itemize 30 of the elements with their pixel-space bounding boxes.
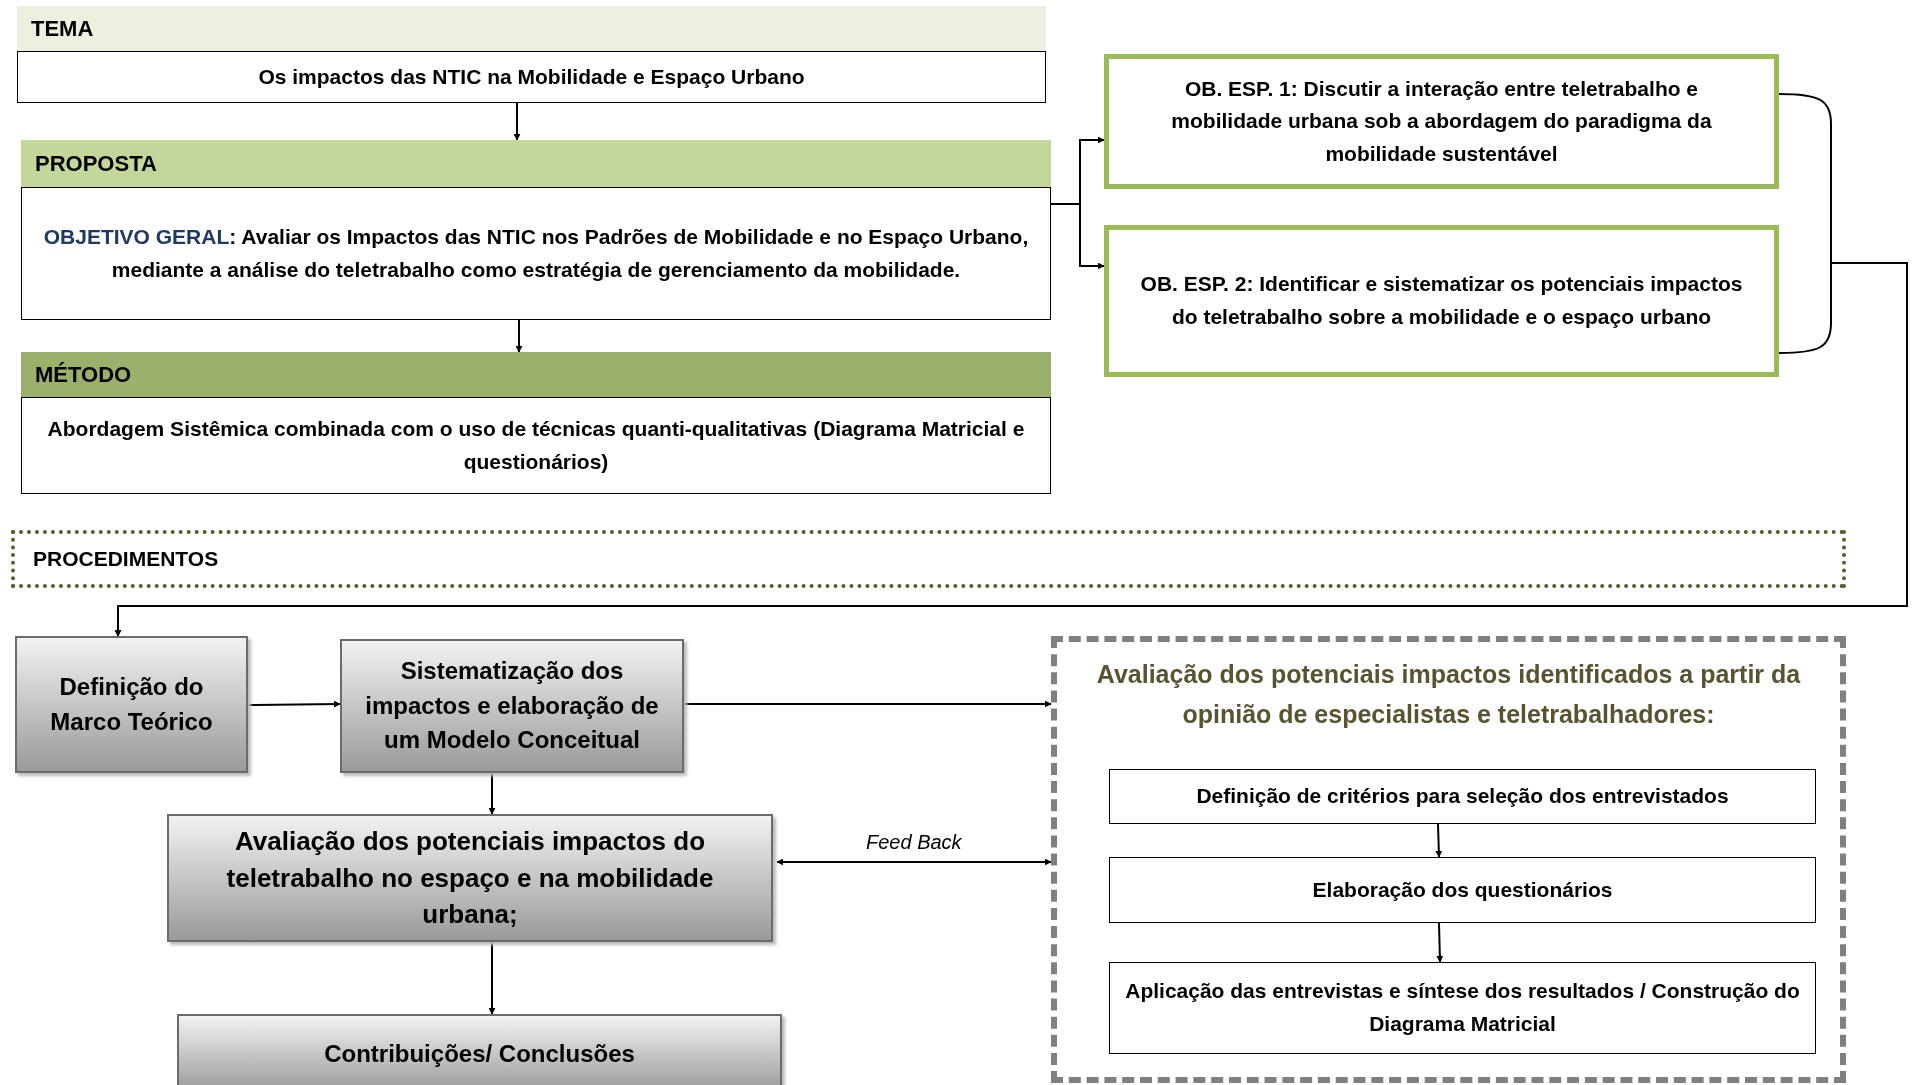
process-box: Sistematização dos impactos e elaboração de um Modelo Conceitual	[340, 639, 684, 773]
arrow	[513, 102, 521, 141]
text-box: OBJETIVO GERAL: Avaliar os Impactos das NTIC nos Padrões de Mobilidade e no Espaço Urbano, mediante a análise do teletrabalho como estratégia de gerenciamento da mobilidade.	[21, 187, 1051, 320]
arrow	[114, 262, 1908, 637]
step-box: Elaboração dos questionários	[1109, 857, 1816, 923]
process-box: Avaliação dos potenciais impactos do teletrabalho no espaço e na mobilidade urbana;	[167, 814, 773, 942]
arrow	[247, 700, 341, 708]
objective-box: OB. ESP. 2: Identificar e sistematizar os potenciais impactos do teletrabalho sobre a mobilidade e o espaço urbano	[1104, 225, 1779, 377]
text-box: Os impactos das NTIC na Mobilidade e Espaço Urbano	[17, 51, 1046, 103]
text-box: Abordagem Sistêmica combinada com o uso de técnicas quanti-qualitativas (Diagrama Matricial e questionários)	[21, 397, 1051, 494]
arrow	[515, 319, 523, 353]
section-band	[11, 530, 1846, 588]
arrow	[683, 700, 1052, 708]
section-header: TEMA	[17, 6, 1046, 51]
process-box: Definição do Marco Teórico	[15, 636, 248, 773]
arrow	[776, 858, 1052, 866]
step-box: Definição de critérios para seleção dos entrevistados	[1109, 769, 1816, 824]
arrow	[488, 772, 496, 815]
arrow	[488, 941, 496, 1015]
group-title: Avaliação dos potenciais impactos identificados a partir da opinião de especialistas e teletrabalhadores:	[1095, 659, 1802, 730]
objective-box: OB. ESP. 1: Discutir a interação entre teletrabalho e mobilidade urbana sob a abordagem do paradigma da mobilidade sustentável	[1104, 54, 1779, 189]
step-box: Aplicação das entrevistas e síntese dos resultados / Construção do Diagrama Matricial	[1109, 962, 1816, 1054]
section-header: PROPOSTA	[21, 140, 1051, 187]
arrow	[1050, 203, 1105, 270]
arrow	[1436, 922, 1444, 963]
section-header: MÉTODO	[21, 352, 1051, 397]
arrow	[1435, 823, 1443, 858]
process-box: Contribuições/ Conclusões	[177, 1014, 782, 1085]
group-container	[1051, 636, 1846, 1083]
section-title: PROCEDIMENTOS	[33, 547, 219, 571]
